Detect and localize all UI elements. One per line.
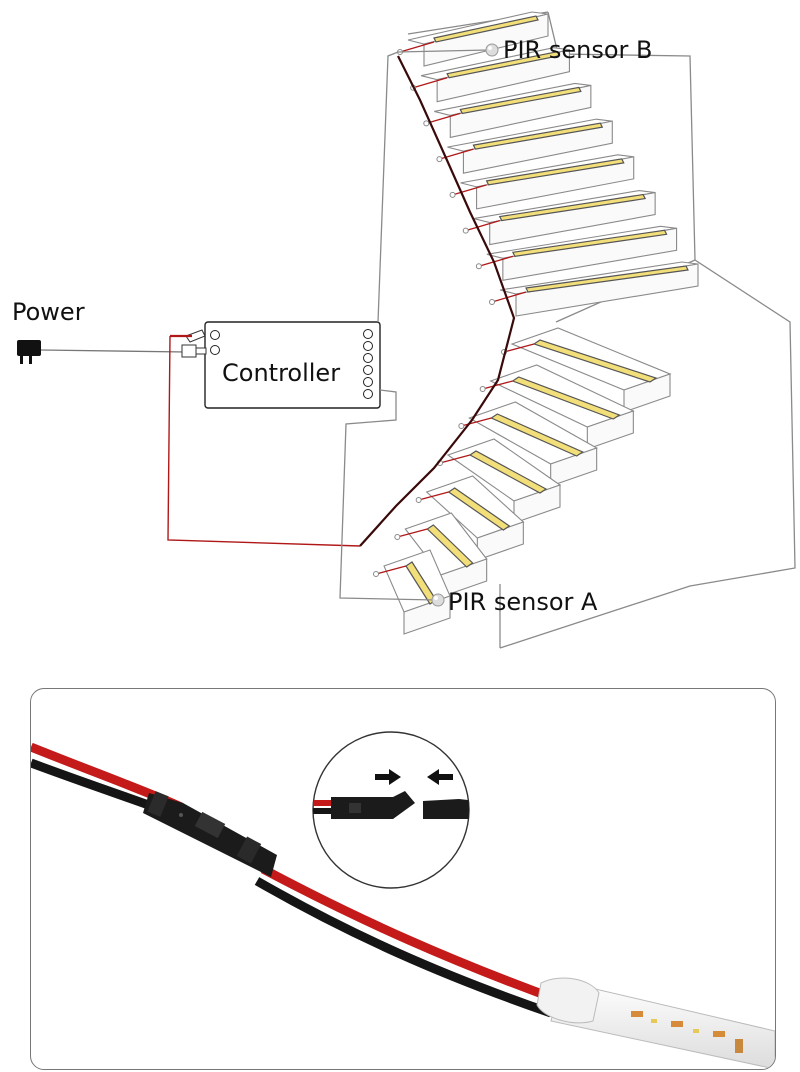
controller-terminals [363,329,373,399]
sensor-a-label: PIR sensor A [448,588,598,616]
upper-flight [397,11,699,317]
dc-jack-icon [181,329,207,358]
led-strip-bar [459,86,582,115]
led-strip-bar [447,487,511,531]
stair-step [501,327,672,413]
controller-port-icon [210,330,220,340]
power-label: Power [12,298,85,326]
stair-edge-wire [359,55,516,547]
led-strip-bar [485,158,625,186]
sensor-a-wire [339,389,437,601]
stair-step [489,261,699,317]
power-adapter-icon [17,340,41,364]
stair-step [449,154,635,210]
stair-step [423,82,592,139]
led-strip-bar [490,413,584,457]
pir-sensor-icon [485,43,499,57]
led-strip-bar [433,15,539,43]
led-strip [536,977,775,1069]
pir-sensor-icon [431,593,445,607]
stair-step [410,47,570,103]
sensor-b-wire [377,49,489,323]
connector-zoom-inset [312,731,470,889]
two-wire-cable [31,742,563,1018]
led-strip-bar [446,51,561,79]
inline-connector [143,791,277,877]
power-cable [40,349,187,353]
stair-step [458,401,598,487]
led-strip-bar [525,265,689,293]
controller-box: Controller [204,321,381,409]
stair-step [475,225,678,281]
lower-flight [373,327,672,635]
staircase-wiring-diagram: Controller Power PIR sensor B PIR sensor… [12,11,796,649]
stair-step [462,190,656,246]
connector-photo-panel [30,688,776,1070]
stair-step [436,118,613,174]
controller-port-icon [210,345,220,355]
stair-step [479,364,635,450]
led-strip-bar [511,229,668,257]
led-strip-bar [468,450,548,494]
controller-label: Controller [222,359,340,387]
sensor-b-label: PIR sensor B [503,36,652,64]
stair-step [415,475,525,561]
led-output-wire [167,335,361,547]
push-arrow-icon [375,769,401,785]
led-strip-bar [472,122,604,150]
led-strip-bar [426,524,474,568]
stair-step [437,438,562,524]
push-arrow-icon [427,769,453,785]
led-strip-bar [511,376,621,420]
led-strip-bar [498,193,647,222]
led-strip-bar [532,339,658,383]
stair-step [397,11,549,67]
